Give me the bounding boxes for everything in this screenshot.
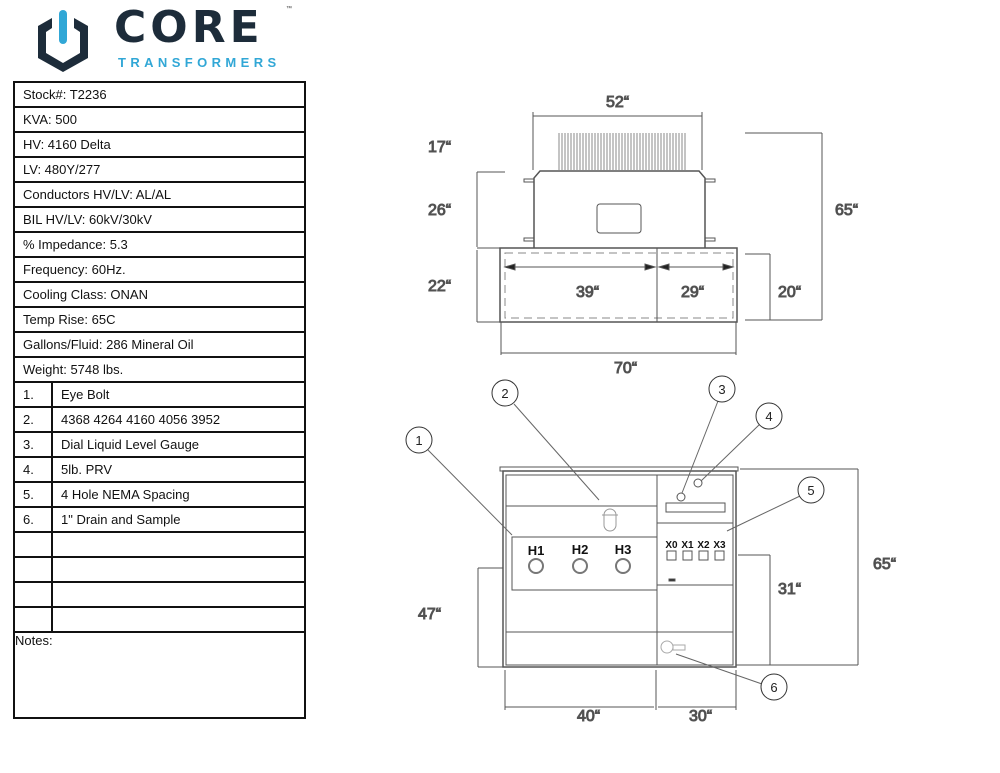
label-x0: X0	[665, 540, 678, 551]
item-label: Dial Liquid Level Gauge	[51, 431, 306, 458]
spec-value: LV: 480Y/277	[13, 156, 306, 183]
spec-value: Cooling Class: ONAN	[13, 281, 306, 308]
empty-row	[13, 581, 306, 608]
item-row: 2.4368 4264 4160 4056 3952	[13, 406, 306, 433]
dim-26: 26“	[428, 202, 451, 219]
empty-row	[13, 606, 306, 633]
callout-1: 1	[415, 433, 422, 448]
spec-row: Cooling Class: ONAN	[13, 281, 306, 308]
item-row: 3.Dial Liquid Level Gauge	[13, 431, 306, 458]
trademark: ™	[286, 6, 292, 12]
dim-40: 40“	[577, 708, 600, 725]
label-h1: H1	[528, 543, 545, 558]
dim-39: 39“	[576, 284, 599, 301]
notes-label: Notes:	[13, 631, 306, 719]
empty-cell	[51, 531, 306, 558]
dim-30: 30“	[689, 708, 712, 725]
spec-row: KVA: 500	[13, 106, 306, 133]
item-number: 4.	[13, 456, 53, 483]
dim-20: 20“	[778, 284, 801, 301]
item-number: 3.	[13, 431, 53, 458]
callout-6: 6	[770, 680, 777, 695]
empty-cell	[13, 556, 53, 583]
spec-value: Stock#: T2236	[13, 81, 306, 108]
label-x1: X1	[681, 540, 694, 551]
spec-value: Frequency: 60Hz.	[13, 256, 306, 283]
brand-name: CORE	[114, 2, 264, 53]
spec-row: HV: 4160 Delta	[13, 131, 306, 158]
spec-row: Frequency: 60Hz.	[13, 256, 306, 283]
item-label: 1" Drain and Sample	[51, 506, 306, 533]
callout-3: 3	[718, 382, 725, 397]
item-number: 2.	[13, 406, 53, 433]
dim-70: 70“	[614, 360, 637, 377]
spec-row: LV: 480Y/277	[13, 156, 306, 183]
spec-value: Temp Rise: 65C	[13, 306, 306, 333]
front-view: 1 2 3 4 5 6 H1 H2 H3 X0 X1 X2 X3 65“ 31“…	[405, 375, 897, 726]
empty-cell	[51, 581, 306, 608]
empty-cell	[13, 531, 53, 558]
item-row: 4.5lb. PRV	[13, 456, 306, 483]
item-label: 4 Hole NEMA Spacing	[51, 481, 306, 508]
spec-value: Weight: 5748 lbs.	[13, 356, 306, 383]
spec-row: Stock#: T2236	[13, 81, 306, 108]
notes-row: Notes:	[13, 631, 306, 719]
spec-row: Conductors HV/LV: AL/AL	[13, 181, 306, 208]
item-number: 1.	[13, 381, 53, 408]
empty-cell	[13, 606, 53, 633]
item-row: 1.Eye Bolt	[13, 381, 306, 408]
dim-29: 29“	[681, 284, 704, 301]
spec-value: Gallons/Fluid: 286 Mineral Oil	[13, 331, 306, 358]
dim-52: 52“	[606, 94, 629, 111]
brand-tagline: TRANSFORMERS	[118, 55, 281, 70]
label-h3: H3	[615, 542, 632, 557]
item-row: 5.4 Hole NEMA Spacing	[13, 481, 306, 508]
label-h2: H2	[572, 542, 589, 557]
item-number: 6.	[13, 506, 53, 533]
empty-row	[13, 556, 306, 583]
spec-value: Conductors HV/LV: AL/AL	[13, 181, 306, 208]
item-number: 5.	[13, 481, 53, 508]
spec-row: Weight: 5748 lbs.	[13, 356, 306, 383]
dim-65-front: 65“	[873, 556, 896, 573]
hexagon-power-icon	[38, 10, 88, 72]
spec-value: BIL HV/LV: 60kV/30kV	[13, 206, 306, 233]
item-label: Eye Bolt	[51, 381, 306, 408]
spec-value: HV: 4160 Delta	[13, 131, 306, 158]
item-row: 6.1" Drain and Sample	[13, 506, 306, 533]
empty-cell	[51, 606, 306, 633]
spec-value: KVA: 500	[13, 106, 306, 133]
spec-row: BIL HV/LV: 60kV/30kV	[13, 206, 306, 233]
dim-47: 47“	[418, 606, 441, 623]
empty-row	[13, 531, 306, 558]
dim-17: 17“	[428, 139, 451, 156]
empty-cell	[51, 556, 306, 583]
core-logo	[28, 6, 98, 76]
dim-22: 22“	[428, 278, 451, 295]
callout-2: 2	[501, 386, 508, 401]
item-label: 4368 4264 4160 4056 3952	[51, 406, 306, 433]
empty-cell	[13, 581, 53, 608]
spec-row: % Impedance: 5.3	[13, 231, 306, 258]
dim-65-top: 65“	[835, 202, 858, 219]
dim-31: 31“	[778, 581, 801, 598]
label-x3: X3	[713, 540, 726, 551]
callout-4: 4	[765, 409, 772, 424]
top-view: 52“ 17“ 26“ 22“ 39“ 29“ 20“ 65“ 70“	[428, 94, 859, 378]
label-x2: X2	[697, 540, 710, 551]
spec-value: % Impedance: 5.3	[13, 231, 306, 258]
spec-row: Temp Rise: 65C	[13, 306, 306, 333]
item-label: 5lb. PRV	[51, 456, 306, 483]
callout-5: 5	[807, 483, 814, 498]
spec-row: Gallons/Fluid: 286 Mineral Oil	[13, 331, 306, 358]
